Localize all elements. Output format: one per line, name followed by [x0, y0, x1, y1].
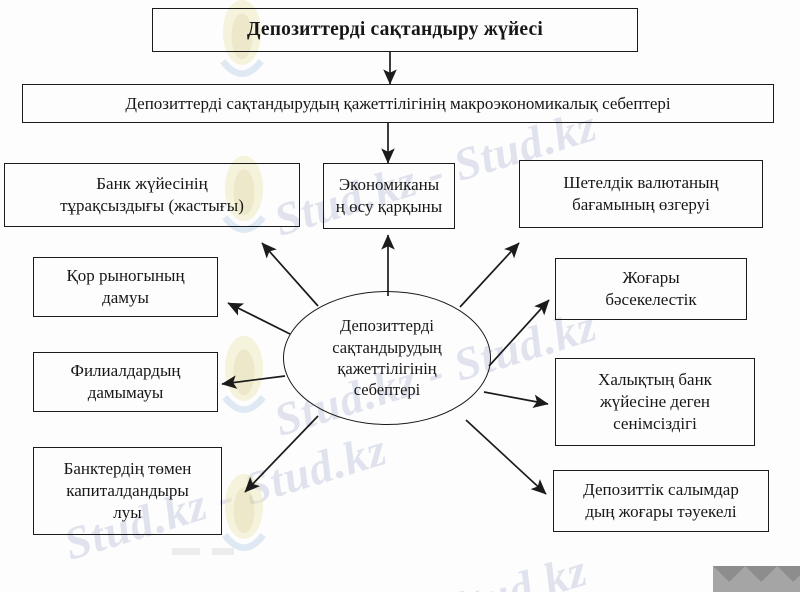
node-label: Экономиканы ң өсу қарқыны — [335, 175, 443, 216]
node-fx-rate-change: Шетелдік валютаның бағамының өзгеруі — [519, 160, 763, 228]
node-economy-growth-rate: Экономиканы ң өсу қарқыны — [323, 163, 455, 229]
node-deposit-risk: Депозиттік салымдар дың жоғары тәуекелі — [553, 470, 769, 532]
scan-gray-block — [713, 566, 800, 592]
node-label: Депозиттік салымдар дың жоғары тәуекелі — [583, 480, 739, 521]
node-branches-undeveloped: Филиалдардың дамымауы — [33, 352, 218, 412]
node-label: Жоғары бәсекелестік — [605, 268, 697, 309]
node-high-competition: Жоғары бәсекелестік — [555, 258, 747, 320]
central-hub-label: Депозиттерді сақтандырудың қажеттілігіні… — [332, 316, 442, 400]
connector-hub-to-branches — [221, 375, 286, 389]
node-bank-instability: Банк жүйесінің тұрақсыздығы (жастығы) — [4, 163, 300, 227]
title-box-label: Депозиттерді сақтандыру жүйесі — [247, 18, 543, 40]
node-low-capitalization: Банктердің төмен капиталдандыры луы — [33, 447, 222, 535]
node-label: Халықтың банк жүйесіне деген сенімсіздіг… — [598, 370, 712, 433]
connector-hub-to-stock-market — [227, 302, 291, 335]
node-label: Банк жүйесінің тұрақсыздығы (жастығы) — [60, 174, 244, 215]
node-label: Банктердің төмен капиталдандыры луы — [63, 459, 192, 522]
connector-hub-to-public-distrust — [483, 391, 549, 408]
central-hub-ellipse: Депозиттерді сақтандырудың қажеттілігіні… — [283, 291, 491, 425]
title-box: Депозиттерді сақтандыру жүйесі — [152, 8, 638, 52]
scan-artifact — [172, 548, 200, 555]
connector-hub-to-low-capital — [244, 415, 319, 493]
subtitle-box: Депозиттерді сақтандырудың қажеттілігіні… — [22, 84, 774, 123]
subtitle-box-label: Депозиттерді сақтандырудың қажеттілігіні… — [125, 93, 671, 113]
node-label: Филиалдардың дамымауы — [70, 361, 181, 402]
node-public-distrust: Халықтың банк жүйесіне деген сенімсіздіг… — [555, 358, 755, 446]
connector-hub-to-deposit-risk — [465, 419, 547, 495]
connector-hub-to-fx-rate — [459, 242, 520, 308]
node-label: Шетелдік валютаның бағамының өзгеруі — [563, 173, 719, 214]
node-stock-market-development: Қор рыногының дамуы — [33, 257, 218, 317]
scan-artifact — [212, 548, 234, 555]
connector-hub-to-high-competition — [488, 299, 550, 367]
node-label: Қор рыногының дамуы — [66, 266, 185, 307]
connector-hub-to-bank-instability — [261, 242, 319, 307]
